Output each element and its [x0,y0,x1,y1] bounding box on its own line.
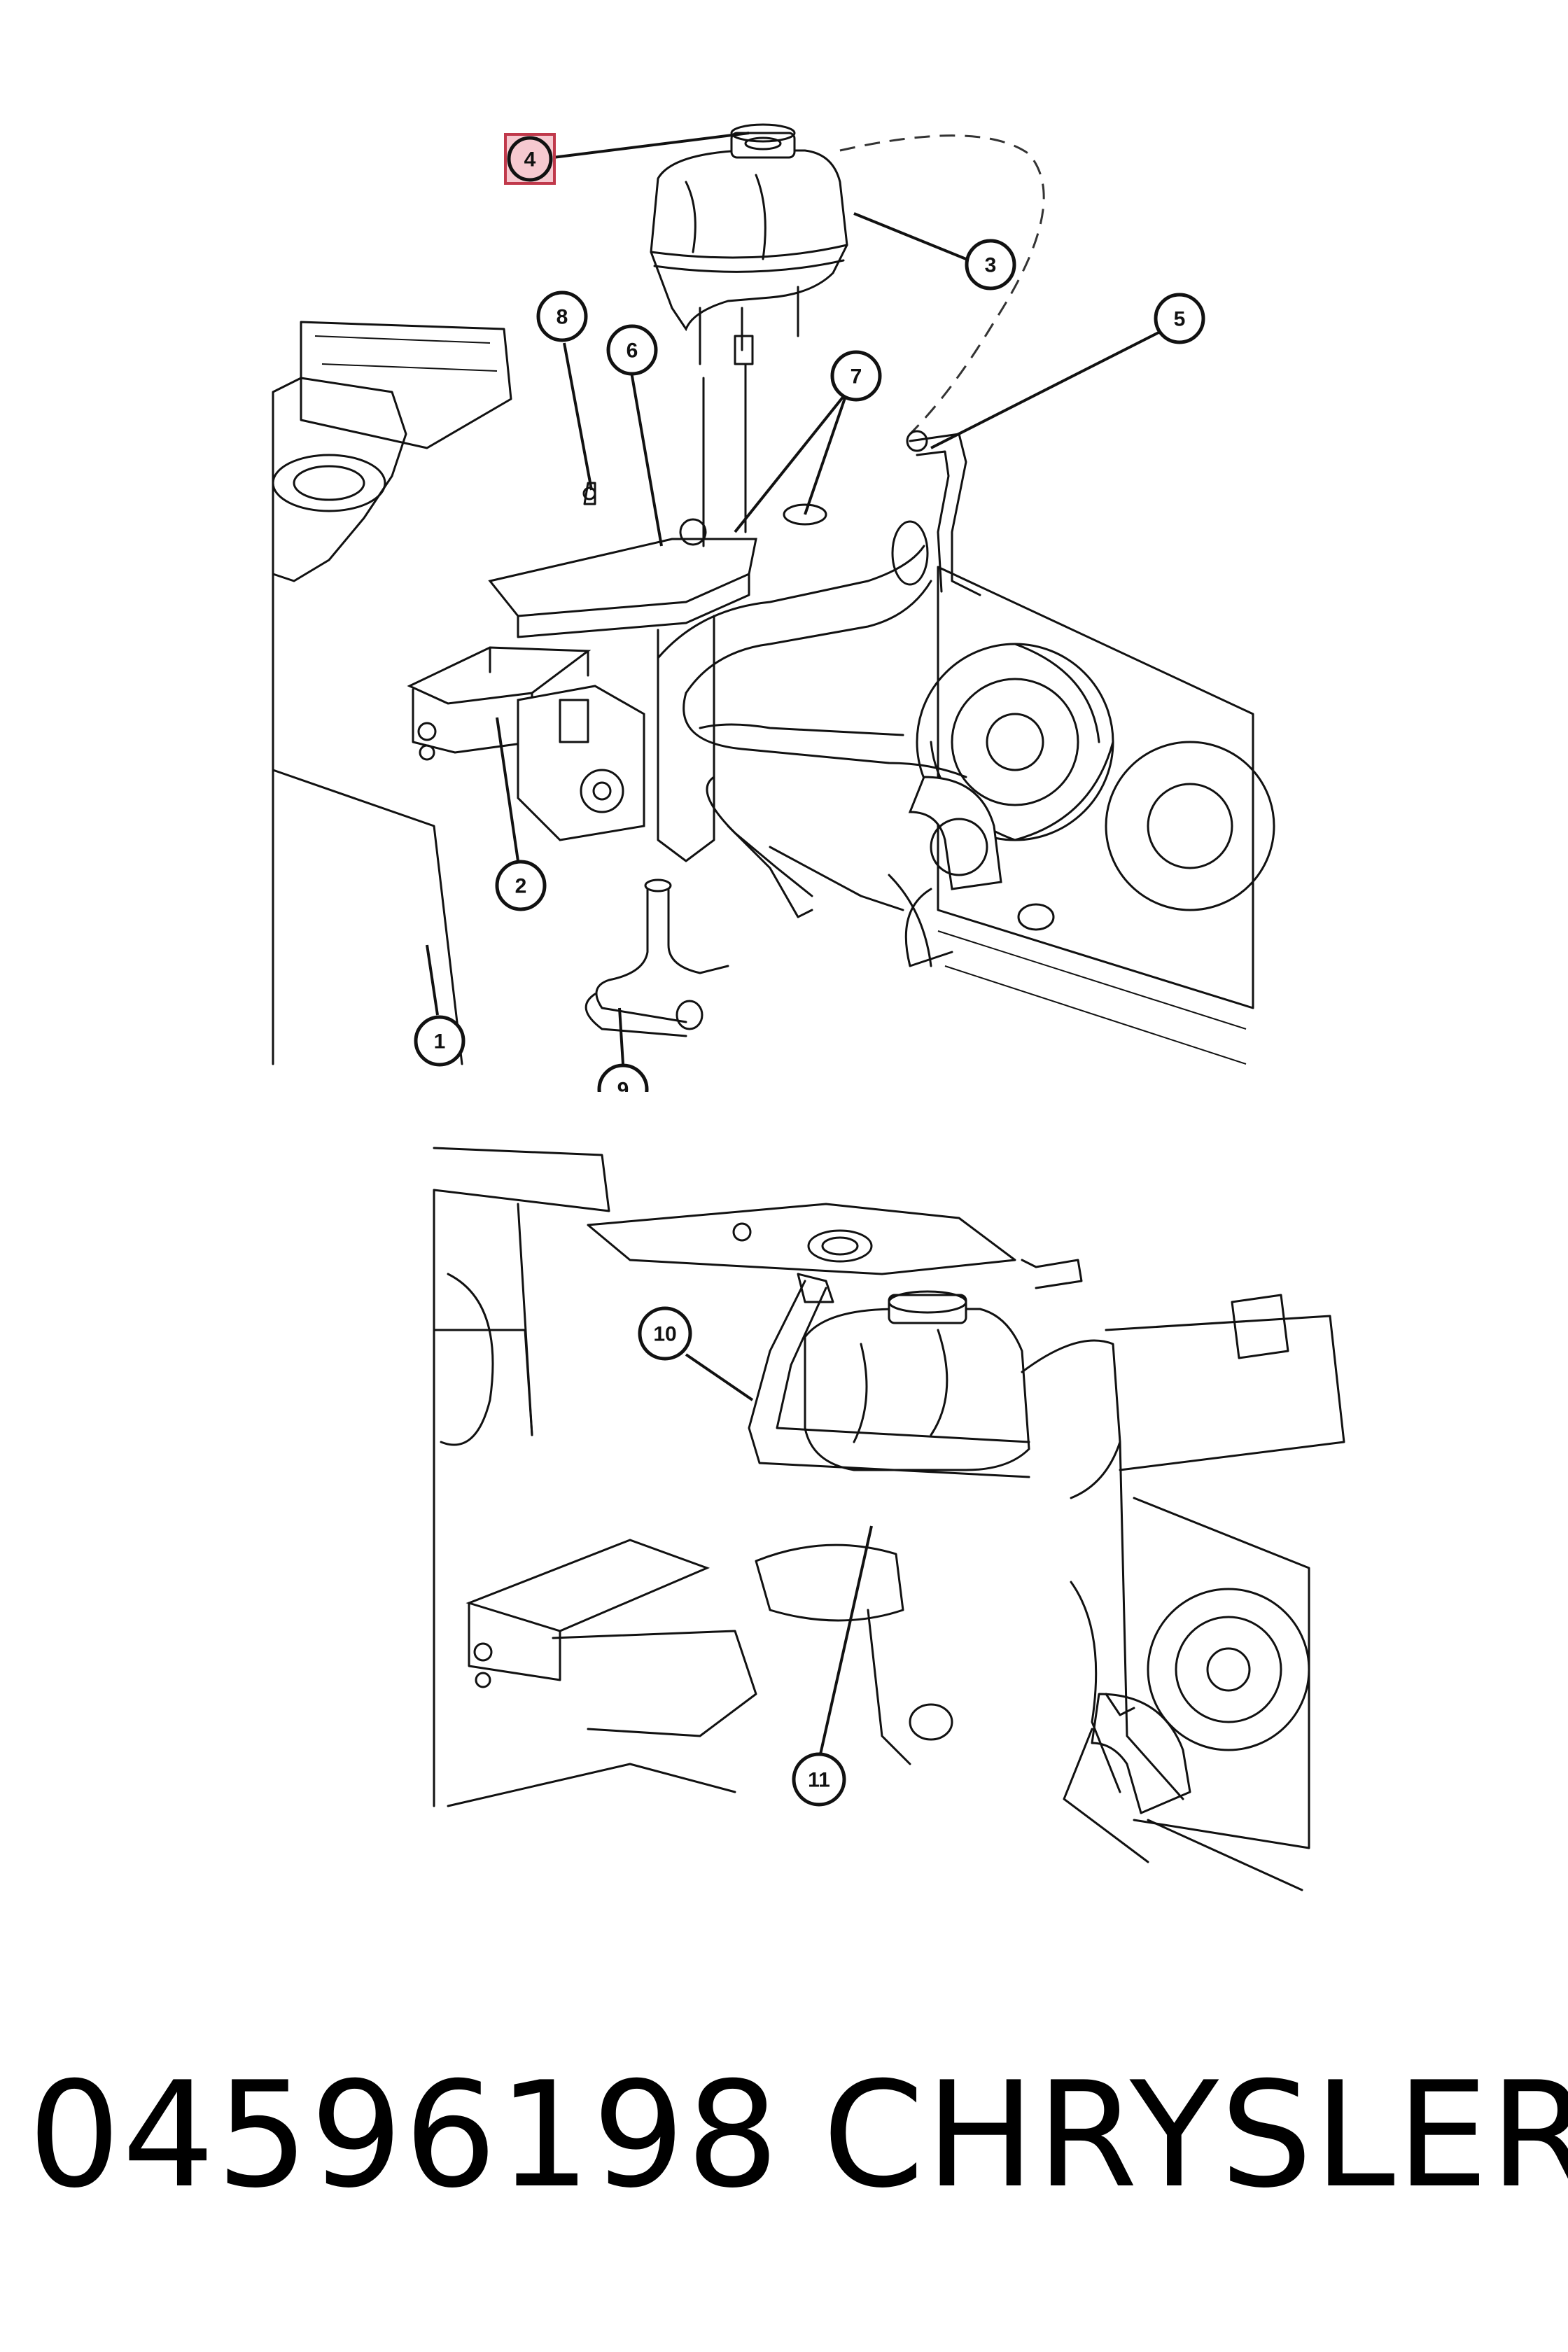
hose-9 [584,878,729,1037]
callout-8[interactable]: 8 [536,290,588,342]
callout-5-label: 5 [1174,308,1186,331]
callout-10[interactable]: 10 [638,1306,692,1361]
leader-7a [734,391,848,533]
callout-11[interactable]: 11 [792,1752,846,1807]
callout-5[interactable]: 5 [1154,293,1205,344]
upper-radiator-hose [657,520,967,778]
leader-2 [496,717,519,862]
lower-hose [706,776,932,967]
callout-11-label: 11 [808,1769,830,1792]
leader-1 [426,944,439,1016]
bracket-tray [407,646,592,761]
leader-3 [853,212,967,260]
leader-6 [629,363,663,547]
thermostat-housing [904,776,1055,967]
callout-3[interactable]: 3 [965,239,1016,290]
callout-2[interactable]: 2 [495,860,547,911]
callout-3-label: 3 [985,254,997,277]
mount-bracket [517,685,645,841]
callout-9-label: 9 [617,1079,629,1093]
leader-10 [685,1353,754,1401]
leader-11 [818,1525,873,1761]
support-plate [488,503,827,862]
part-number: 04596198 [28,2051,780,2220]
leader-7b [804,391,848,515]
callout-4[interactable]: 4 [504,133,556,185]
leader-9 [618,1007,624,1065]
callout-6[interactable]: 6 [606,324,658,376]
leader-5 [930,328,1166,449]
strut-tower [272,321,512,1065]
callout-7[interactable]: 7 [830,350,882,402]
exploded-view-top: 4 3 8 6 5 7 2 1 9 [272,123,1275,1093]
leader-8 [563,342,593,491]
coolant-reservoir [650,123,1045,435]
callout-1[interactable]: 1 [414,1015,465,1067]
hose-5 [906,430,981,596]
callout-6-label: 6 [626,340,638,363]
callout-2-label: 2 [515,875,527,898]
fasteners [582,363,747,547]
manufacturer-name: CHRYSLER [822,2051,1568,2220]
callout-1-label: 1 [434,1030,446,1054]
installed-engine-bay [433,1147,1345,1891]
callout-9[interactable]: 9 [597,1063,649,1093]
leader-4 [552,132,750,159]
callout-4-label: 4 [524,148,536,172]
callout-7-label: 7 [850,365,862,388]
callout-10-label: 10 [653,1323,676,1346]
callout-8-label: 8 [556,306,568,329]
